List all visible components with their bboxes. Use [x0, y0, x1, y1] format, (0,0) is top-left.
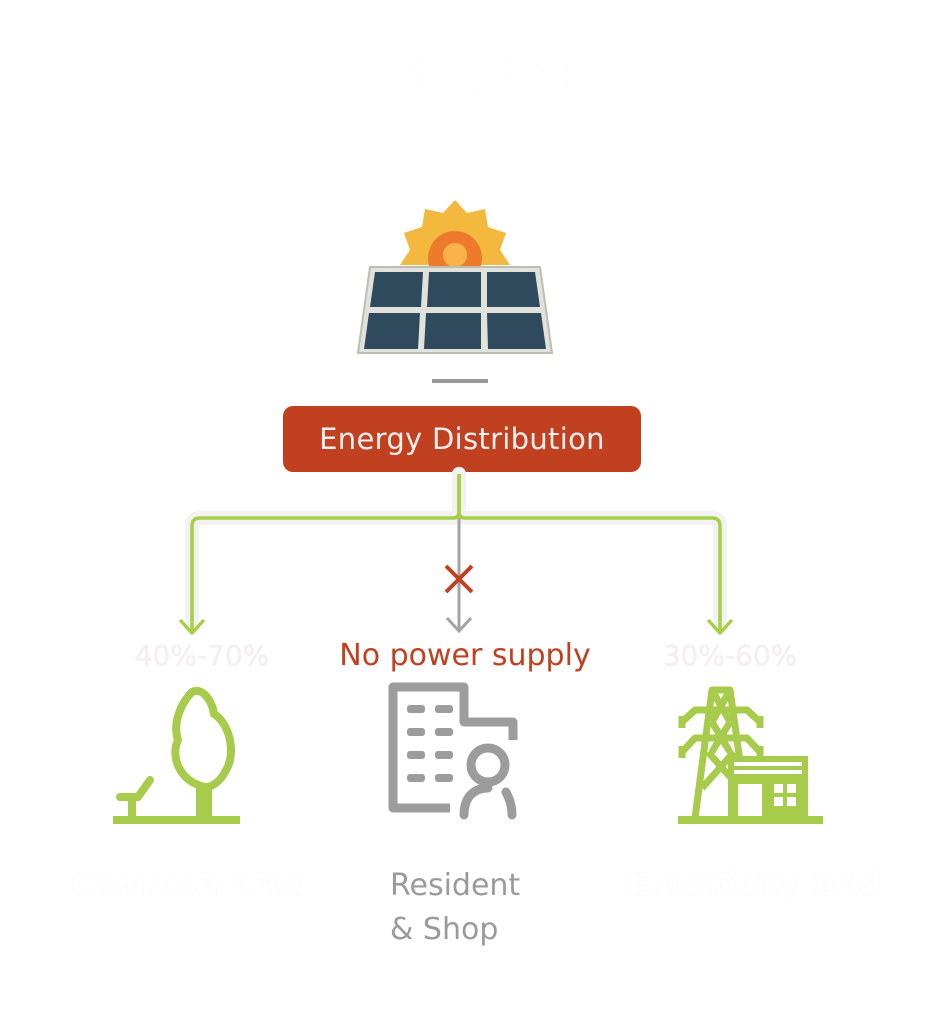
park-tree-bench-icon: [113, 686, 240, 824]
resident-label-line2: & Shop: [390, 912, 499, 947]
blocked-arrowhead: [445, 616, 473, 634]
arrowhead-right: [706, 618, 734, 635]
arrowhead-left: [178, 618, 206, 635]
common-area-label: Common Area: [71, 868, 309, 903]
supply-arrows: [178, 474, 734, 635]
resident-label-line1: Resident: [390, 868, 521, 903]
connector-glow: [185, 467, 727, 635]
electricity-grid-label: Electricity Grid: [629, 868, 881, 903]
resident-shop-label: Resident & Shop: [390, 864, 520, 952]
electricity-grid-share: 30%-60%: [662, 639, 798, 672]
blocked-x-icon: [444, 564, 474, 594]
building-person-icon: [388, 682, 518, 820]
solar-panel-with-sun-icon: [356, 200, 554, 383]
supply-arrow-left: [190, 474, 461, 632]
no-power-supply-label: No power supply: [339, 638, 591, 673]
energy-distribution-box: Energy Distribution: [283, 406, 641, 472]
common-area-share: 40%-70%: [134, 639, 270, 672]
solar-panel: [356, 266, 554, 354]
diagram-title: Standard: [350, 48, 580, 99]
pylon-substation-icon: [678, 686, 823, 824]
supply-arrow-right: [457, 474, 722, 632]
